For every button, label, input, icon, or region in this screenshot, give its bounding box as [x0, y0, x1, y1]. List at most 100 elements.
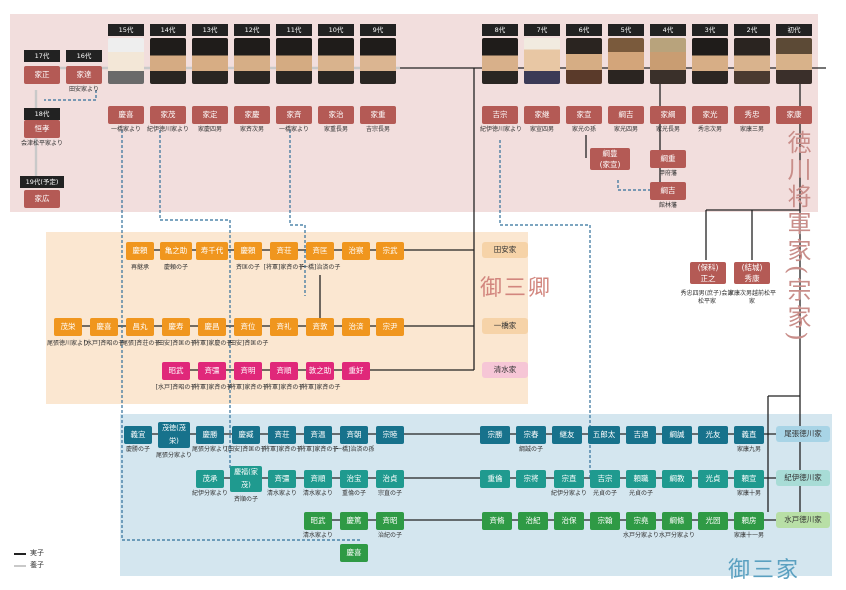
owari-member[interactable]: 五郎太	[588, 426, 620, 444]
branch-label-shimizu: 清水家	[482, 362, 528, 378]
portrait-icon	[566, 38, 602, 84]
kii-member[interactable]: 斉彊	[268, 470, 296, 488]
shogun-name[interactable]: 家光	[692, 106, 728, 124]
mito-member[interactable]: 斉昭	[376, 512, 404, 530]
kii-member[interactable]: 慶福(家茂)	[230, 466, 262, 492]
shimizu-member[interactable]: 斉明	[234, 362, 262, 380]
hideyasu-box[interactable]: (結城)秀康	[734, 262, 770, 284]
owari-member[interactable]: 慶勝	[196, 426, 224, 444]
hitotsubashi-member[interactable]: 治済	[342, 318, 370, 336]
shogun-name[interactable]: 家慶	[234, 106, 270, 124]
shogun-name[interactable]: 家定	[192, 106, 228, 124]
kii-member[interactable]: 宗直	[554, 470, 584, 488]
shogun-name[interactable]: 家康	[776, 106, 812, 124]
tayasu-member[interactable]: 治察	[342, 242, 370, 260]
kii-member[interactable]: 重倫	[480, 470, 510, 488]
head-name[interactable]: 恒孝	[24, 120, 60, 138]
owari-member[interactable]: 宗勝	[480, 426, 510, 444]
shogun-name[interactable]: 家宣	[566, 106, 602, 124]
owari-member[interactable]: 継友	[552, 426, 582, 444]
generation-label: 10代	[318, 24, 354, 36]
tayasu-note: [一橋]治済の子	[299, 264, 341, 271]
shogun-name[interactable]: 家斉	[276, 106, 312, 124]
tayasu-member[interactable]: 慶頼	[126, 242, 154, 260]
mito-member[interactable]: 宗堯	[626, 512, 656, 530]
owari-member[interactable]: 斉荘	[268, 426, 296, 444]
mito-member[interactable]: 綱條	[662, 512, 692, 530]
kii-member[interactable]: 光貞	[698, 470, 728, 488]
kii-member[interactable]: 治貞	[376, 470, 404, 488]
kii-member[interactable]: 頼宣	[734, 470, 764, 488]
owari-member[interactable]: 茂徳(茂栄)	[158, 422, 190, 448]
tsunatoyo-box[interactable]: 綱豊(家宣)	[590, 148, 630, 170]
generation-label: 2代	[734, 24, 770, 36]
shogun-name[interactable]: 家綱	[650, 106, 686, 124]
hitotsubashi-member[interactable]: 斉位	[234, 318, 262, 336]
shogun-name[interactable]: 綱吉	[608, 106, 644, 124]
kii-member[interactable]: 斉順	[304, 470, 332, 488]
mito-member[interactable]: 治紀	[518, 512, 548, 530]
tayasu-member[interactable]: 寿千代	[196, 242, 228, 260]
kii-member[interactable]: 治宝	[340, 470, 368, 488]
owari-member[interactable]: 綱誠	[662, 426, 692, 444]
mito-member[interactable]: 治保	[554, 512, 584, 530]
owari-member[interactable]: 慶臧	[232, 426, 260, 444]
shogun-name[interactable]: 慶喜	[108, 106, 144, 124]
tayasu-member[interactable]: 亀之助	[160, 242, 192, 260]
mito-member[interactable]: 昭武	[304, 512, 332, 530]
owari-member[interactable]: 斉温	[304, 426, 332, 444]
hitotsubashi-member[interactable]: 昌丸	[126, 318, 154, 336]
hitotsubashi-member[interactable]: 斉敦	[306, 318, 334, 336]
masayuki-name: 正之	[700, 274, 716, 283]
mito-member[interactable]: 慶篤	[340, 512, 368, 530]
shimizu-member[interactable]: 斉順	[270, 362, 298, 380]
masayuki-box[interactable]: (保科)正之	[690, 262, 726, 284]
head-name[interactable]: 家広	[24, 190, 60, 208]
tayasu-member[interactable]: 斉匡	[306, 242, 334, 260]
mito-member[interactable]: 宗翰	[590, 512, 620, 530]
shogun-name[interactable]: 家治	[318, 106, 354, 124]
owari-member[interactable]: 光友	[698, 426, 728, 444]
portrait-icon	[192, 38, 228, 84]
hitotsubashi-member[interactable]: 斉礼	[270, 318, 298, 336]
shimizu-member[interactable]: 昭武	[162, 362, 190, 380]
head-name[interactable]: 家達	[66, 66, 102, 84]
shimizu-member[interactable]: 敦之助	[306, 362, 334, 380]
mito-member[interactable]: 慶喜	[340, 544, 368, 562]
shogun-name[interactable]: 家重	[360, 106, 396, 124]
hitotsubashi-member[interactable]: 茂栄	[54, 318, 82, 336]
hitotsubashi-member[interactable]: 慶寿	[162, 318, 190, 336]
shogun-name[interactable]: 吉宗	[482, 106, 518, 124]
portrait-icon	[734, 38, 770, 84]
mito-member[interactable]: 光圀	[698, 512, 728, 530]
shogun-name[interactable]: 家継	[524, 106, 560, 124]
tayasu-member[interactable]: 斉荘	[270, 242, 298, 260]
shimizu-member[interactable]: 重好	[342, 362, 370, 380]
shogun-name[interactable]: 家茂	[150, 106, 186, 124]
shogun-name[interactable]: 秀忠	[734, 106, 770, 124]
hitotsubashi-member[interactable]: 慶喜	[90, 318, 118, 336]
kii-member[interactable]: 茂承	[196, 470, 224, 488]
owari-member[interactable]: 義宜	[124, 426, 152, 444]
tsunayoshi-box[interactable]: 綱吉	[650, 182, 686, 200]
shimizu-member[interactable]: 斉彊	[198, 362, 226, 380]
tayasu-member[interactable]: 宗武	[376, 242, 404, 260]
owari-member[interactable]: 斉朝	[340, 426, 368, 444]
branch-label-hitotsubashi: 一橋家	[482, 318, 528, 334]
owari-member[interactable]: 義直	[734, 426, 764, 444]
head-name[interactable]: 家正	[24, 66, 60, 84]
mito-member[interactable]: 頼房	[734, 512, 764, 530]
mito-member[interactable]: 斉脩	[482, 512, 512, 530]
tayasu-member[interactable]: 慶頼	[234, 242, 262, 260]
owari-member[interactable]: 宗春	[516, 426, 546, 444]
tsunashige-box[interactable]: 綱重	[650, 150, 686, 168]
kii-member[interactable]: 頼職	[626, 470, 656, 488]
shimizu-note: [将軍]家斉の子	[299, 384, 341, 391]
hitotsubashi-member[interactable]: 宗尹	[376, 318, 404, 336]
owari-member[interactable]: 吉通	[626, 426, 656, 444]
owari-member[interactable]: 宗睦	[376, 426, 404, 444]
hitotsubashi-member[interactable]: 慶昌	[198, 318, 226, 336]
kii-member[interactable]: 宗将	[516, 470, 546, 488]
kii-member[interactable]: 綱教	[662, 470, 692, 488]
kii-member[interactable]: 吉宗	[590, 470, 620, 488]
